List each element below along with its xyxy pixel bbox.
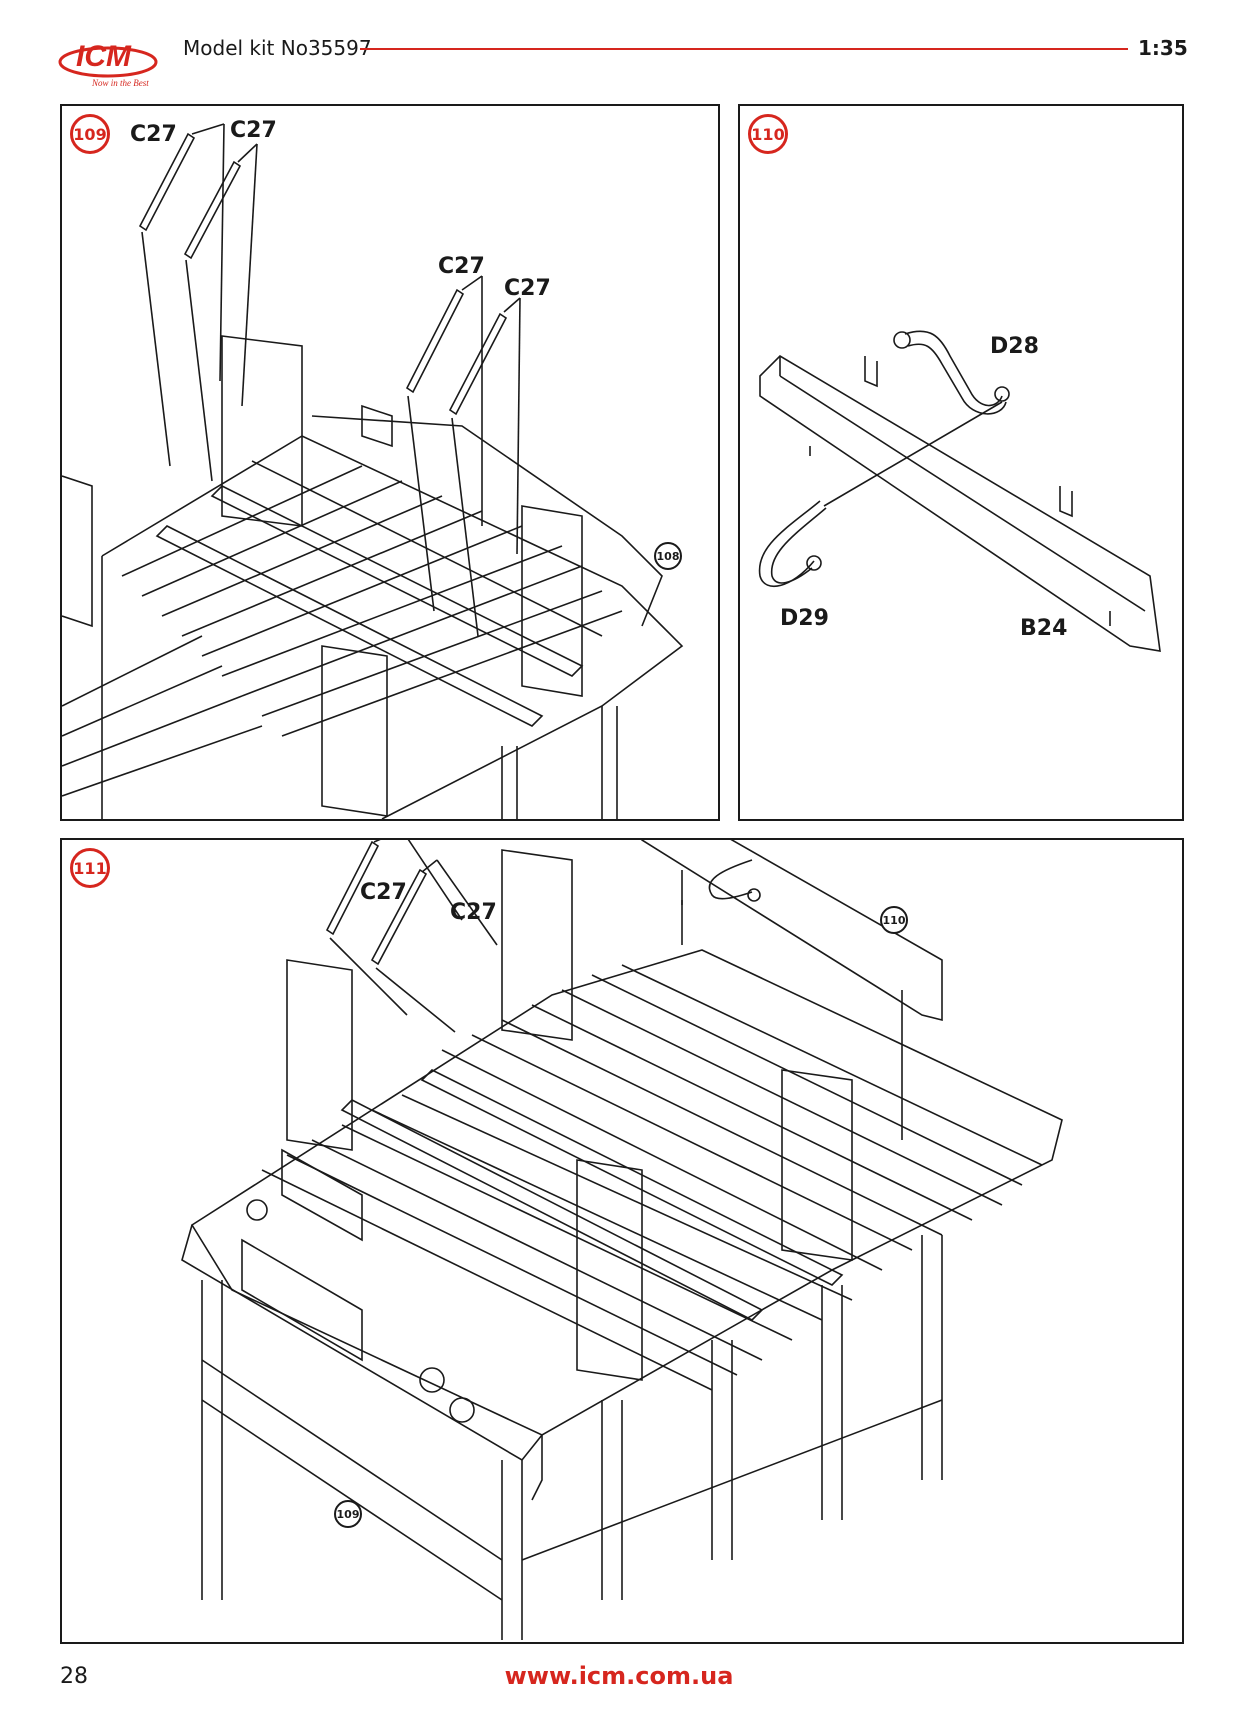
svg-text:Now in the Best: Now in the Best: [91, 78, 149, 88]
step-number-badge: 110: [748, 114, 788, 154]
reference-step-badge: 110: [880, 906, 908, 934]
step-109-panel: 109 C27 C27 C27 C27 108: [60, 104, 720, 821]
page-header: ICM Now in the Best Model kit No35597 1:…: [0, 0, 1238, 100]
part-label-c27: C27: [504, 276, 551, 301]
step-number-badge: 109: [70, 114, 110, 154]
step-109-drawing: [62, 123, 684, 819]
page-number: 28: [60, 1664, 88, 1689]
kit-title: Model kit No35597: [183, 36, 372, 60]
part-label-c27: C27: [450, 900, 497, 925]
svg-text:ICM: ICM: [76, 40, 132, 73]
reference-step-badge: 108: [654, 542, 682, 570]
icm-logo: ICM Now in the Best: [58, 28, 168, 90]
website-link[interactable]: www.icm.com.ua: [504, 1662, 734, 1690]
part-label-c27: C27: [230, 118, 277, 143]
part-label-c27: C27: [360, 880, 407, 905]
step-111-panel: 111 C27 C27 110 109: [60, 838, 1184, 1644]
part-label-d28: D28: [990, 334, 1039, 359]
step-111-drawing: [181, 840, 1063, 1640]
header-rule: [360, 48, 1128, 50]
part-label-d29: D29: [780, 606, 829, 631]
part-label-b24: B24: [1020, 616, 1068, 641]
scale-label: 1:35: [1138, 36, 1188, 60]
part-label-c27: C27: [438, 254, 485, 279]
reference-step-badge: 109: [334, 1500, 362, 1528]
step-110-panel: 110 D28 D29 B24: [738, 104, 1184, 821]
step-number-badge: 111: [70, 848, 110, 888]
step-110-drawing: [758, 330, 1161, 652]
part-label-c27: C27: [130, 122, 177, 147]
